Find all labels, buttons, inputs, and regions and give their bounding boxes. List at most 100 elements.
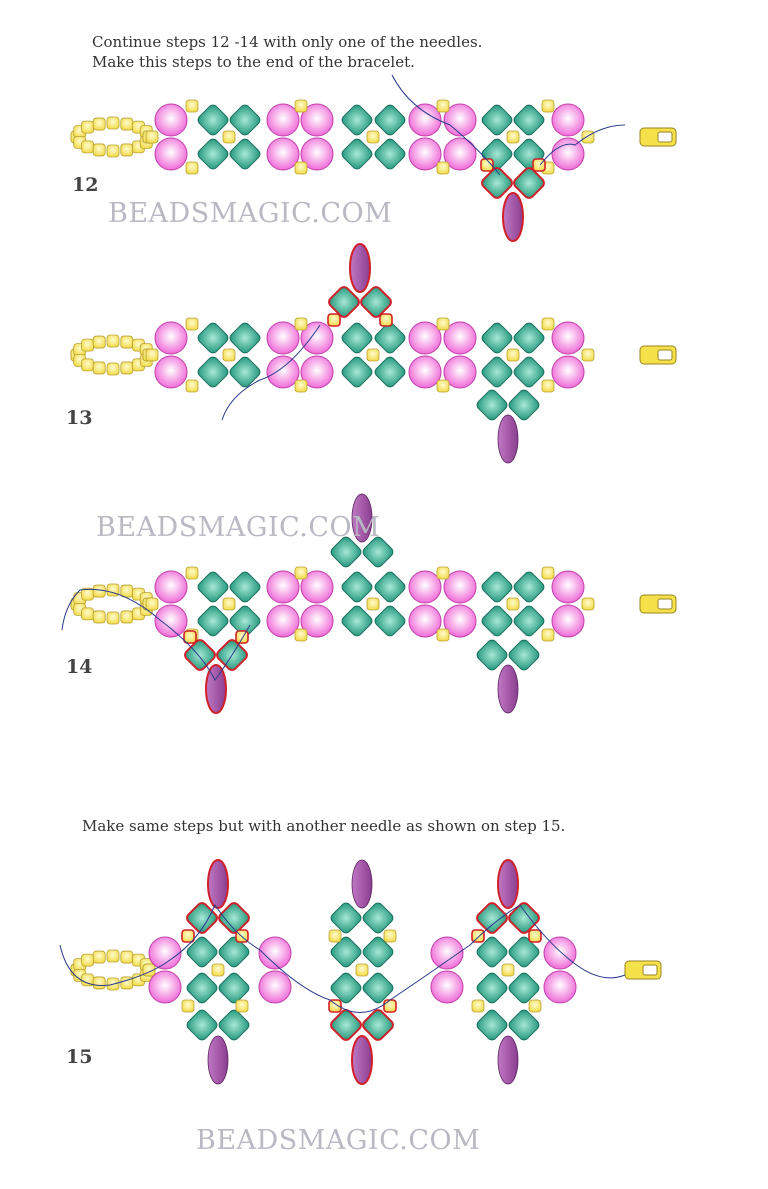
drop-bead	[351, 1035, 373, 1085]
step-label-15: 15	[66, 1046, 93, 1068]
tile-bead	[513, 605, 545, 637]
thread-path	[391, 74, 626, 176]
seed-bead	[185, 317, 199, 331]
seed-bead	[366, 597, 380, 611]
pearl-bead	[300, 355, 334, 389]
drop-bead	[207, 859, 229, 909]
seed-bead	[92, 950, 106, 964]
tile-bead	[513, 571, 545, 603]
seed-bead	[294, 628, 308, 642]
pearl-bead	[154, 355, 188, 389]
tile-bead	[476, 972, 508, 1004]
pearl-bead	[443, 355, 477, 389]
tile-bead	[476, 902, 508, 934]
seed-bead	[235, 999, 249, 1013]
seed-bead	[327, 313, 341, 327]
thread-path	[59, 903, 626, 1013]
pearl-bead	[148, 936, 182, 970]
tile-bead	[330, 936, 362, 968]
tile-bead	[362, 972, 394, 1004]
seed-bead	[294, 99, 308, 113]
seed-bead	[528, 929, 542, 943]
tile-bead	[229, 571, 261, 603]
seed-bead	[106, 116, 120, 130]
seed-bead	[181, 929, 195, 943]
watermark-1: BEADSMAGIC.COM	[108, 198, 393, 229]
tile-bead	[341, 605, 373, 637]
tile-bead	[330, 536, 362, 568]
seed-bead	[506, 597, 520, 611]
seed-bead	[355, 963, 369, 977]
tile-bead	[513, 356, 545, 388]
tile-bead	[362, 1009, 394, 1041]
tile-bead	[508, 389, 540, 421]
step-label-13: 13	[66, 407, 93, 429]
tile-bead	[513, 104, 545, 136]
instruction-line-3: Make same steps but with another needle …	[82, 817, 566, 835]
clasp-slot	[657, 598, 673, 610]
seed-bead	[120, 361, 134, 375]
tile-bead	[186, 972, 218, 1004]
seed-bead	[120, 335, 134, 349]
pearl-bead	[543, 936, 577, 970]
seed-bead	[106, 611, 120, 625]
tile-bead	[476, 389, 508, 421]
pearl-bead	[543, 970, 577, 1004]
seed-bead	[581, 130, 595, 144]
pearl-bead	[266, 355, 300, 389]
tile-bead	[476, 639, 508, 671]
instruction-line-2: Make this steps to the end of the bracel…	[92, 53, 415, 71]
pearl-bead	[443, 570, 477, 604]
seed-bead	[436, 99, 450, 113]
seed-bead	[92, 117, 106, 131]
drop-bead	[207, 1035, 229, 1085]
tile-bead	[374, 605, 406, 637]
seed-bead	[480, 158, 494, 172]
pearl-bead	[266, 137, 300, 171]
pearl-bead	[266, 604, 300, 638]
pearl-bead	[551, 137, 585, 171]
seed-bead	[436, 161, 450, 175]
thread-path	[61, 588, 251, 681]
seed-bead	[581, 348, 595, 362]
drop-bead	[351, 859, 373, 909]
seed-bead	[106, 362, 120, 376]
seed-bead	[328, 929, 342, 943]
tile-bead	[481, 571, 513, 603]
pearl-bead	[154, 570, 188, 604]
watermark-3: BEADSMAGIC.COM	[196, 1125, 481, 1156]
seed-bead	[366, 348, 380, 362]
tile-bead	[481, 322, 513, 354]
pearl-bead	[154, 137, 188, 171]
seed-bead	[379, 313, 393, 327]
tile-bead	[330, 902, 362, 934]
tile-bead	[197, 571, 229, 603]
tile-bead	[330, 972, 362, 1004]
pearl-bead	[154, 604, 188, 638]
seed-bead	[211, 963, 225, 977]
seed-bead	[506, 130, 520, 144]
watermark-2: BEADSMAGIC.COM	[96, 512, 381, 543]
seed-bead	[294, 161, 308, 175]
seed-bead	[383, 999, 397, 1013]
pearl-bead	[430, 970, 464, 1004]
pearl-bead	[408, 355, 442, 389]
tile-bead	[218, 972, 250, 1004]
pearl-bead	[266, 570, 300, 604]
tile-bead	[360, 286, 392, 318]
tile-bead	[374, 356, 406, 388]
tile-bead	[481, 356, 513, 388]
tile-bead	[341, 322, 373, 354]
instruction-line-1: Continue steps 12 -14 with only one of t…	[92, 33, 483, 51]
seed-bead	[185, 379, 199, 393]
seed-bead	[471, 929, 485, 943]
seed-bead	[185, 161, 199, 175]
seed-bead	[436, 566, 450, 580]
seed-bead	[92, 143, 106, 157]
seed-bead	[145, 130, 159, 144]
tile-bead	[229, 138, 261, 170]
seed-bead	[222, 348, 236, 362]
tile-bead	[341, 571, 373, 603]
tile-bead	[218, 936, 250, 968]
seed-bead	[106, 334, 120, 348]
